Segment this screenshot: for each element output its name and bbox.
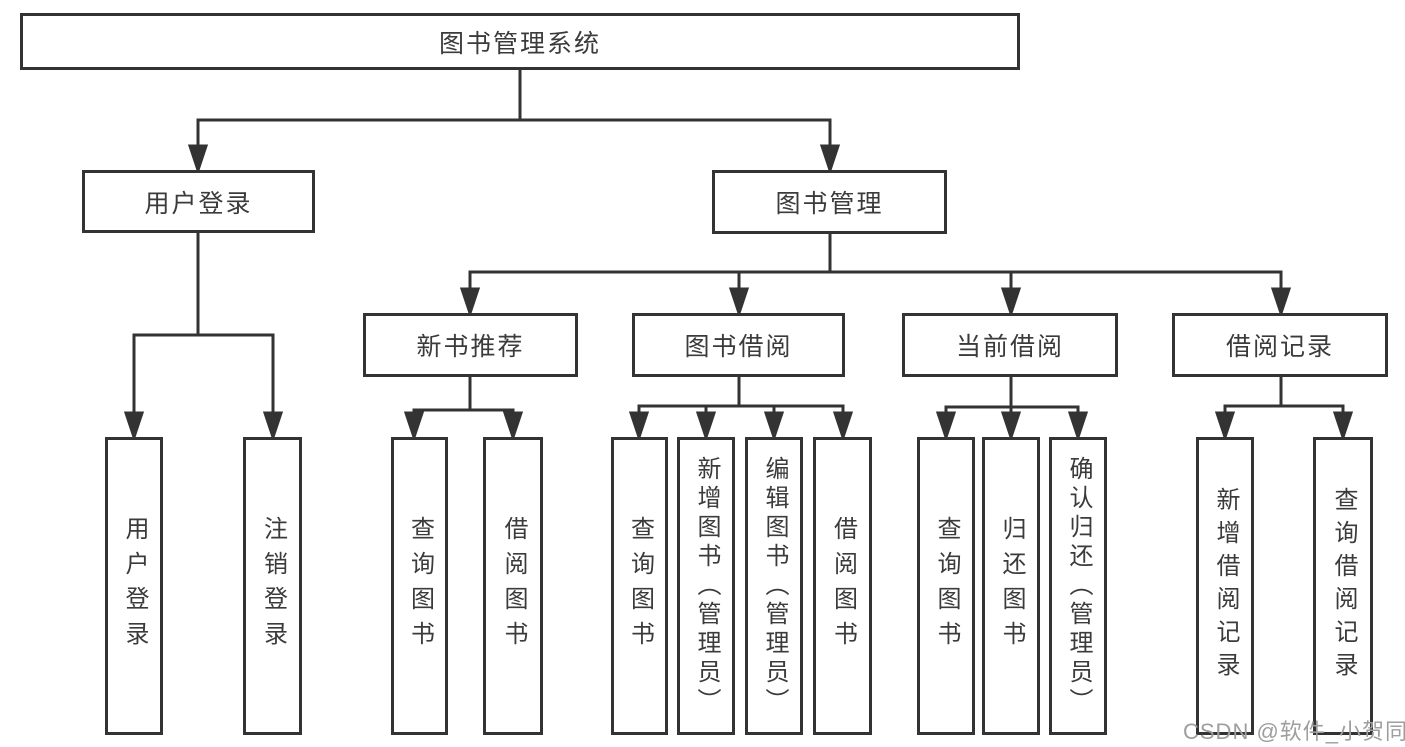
leaf-return-books: 归还图书: [982, 437, 1040, 735]
leaf-query-borrow-record: 查询借阅记录: [1313, 437, 1373, 735]
leaf-borrow-books-recommend-label: 借阅图书: [500, 516, 527, 656]
leaf-query-books-recommend: 查询图书: [391, 437, 448, 735]
leaf-query-books-borrow-label: 查询图书: [626, 516, 654, 656]
node-book-borrow: 图书借阅: [632, 313, 845, 377]
leaf-query-borrow-record-label: 查询借阅记录: [1330, 487, 1357, 685]
leaf-edit-books-admin-label: 编辑图书（管理员）: [761, 455, 788, 717]
leaf-query-books-current-label: 查询图书: [933, 516, 960, 656]
leaf-borrow-books-recommend: 借阅图书: [483, 437, 543, 735]
node-user-login: 用户登录: [82, 170, 315, 233]
leaf-add-borrow-record: 新增借阅记录: [1196, 437, 1254, 735]
node-new-book-recommend: 新书推荐: [363, 313, 578, 377]
leaf-add-books-admin-label: 新增图书（管理员）: [693, 455, 720, 717]
leaf-confirm-return-admin: 确认归还（管理员）: [1049, 437, 1107, 735]
leaf-query-books-recommend-label: 查询图书: [406, 516, 434, 656]
leaf-logout: 注销登录: [243, 437, 302, 735]
leaf-user-login-label: 用户登录: [121, 516, 148, 656]
leaf-edit-books-admin: 编辑图书（管理员）: [745, 437, 803, 735]
leaf-user-login: 用户登录: [105, 437, 163, 735]
leaf-borrow-books: 借阅图书: [813, 437, 872, 735]
leaf-query-books-borrow: 查询图书: [611, 437, 668, 735]
leaf-confirm-return-admin-label: 确认归还（管理员）: [1065, 455, 1092, 717]
leaf-add-borrow-record-label: 新增借阅记录: [1212, 487, 1239, 685]
node-book-management: 图书管理: [712, 170, 947, 234]
node-library-management-system: 图书管理系统: [20, 13, 1020, 70]
leaf-logout-label: 注销登录: [259, 516, 287, 656]
node-current-borrow: 当前借阅: [902, 313, 1118, 377]
leaf-add-books-admin: 新增图书（管理员）: [677, 437, 735, 735]
leaf-borrow-books-label: 借阅图书: [829, 516, 857, 656]
leaf-query-books-current: 查询图书: [917, 437, 975, 735]
node-borrow-records: 借阅记录: [1172, 313, 1388, 377]
leaf-return-books-label: 归还图书: [998, 516, 1025, 656]
csdn-watermark: CSDN @软件_小贺同学: [1183, 719, 1405, 744]
